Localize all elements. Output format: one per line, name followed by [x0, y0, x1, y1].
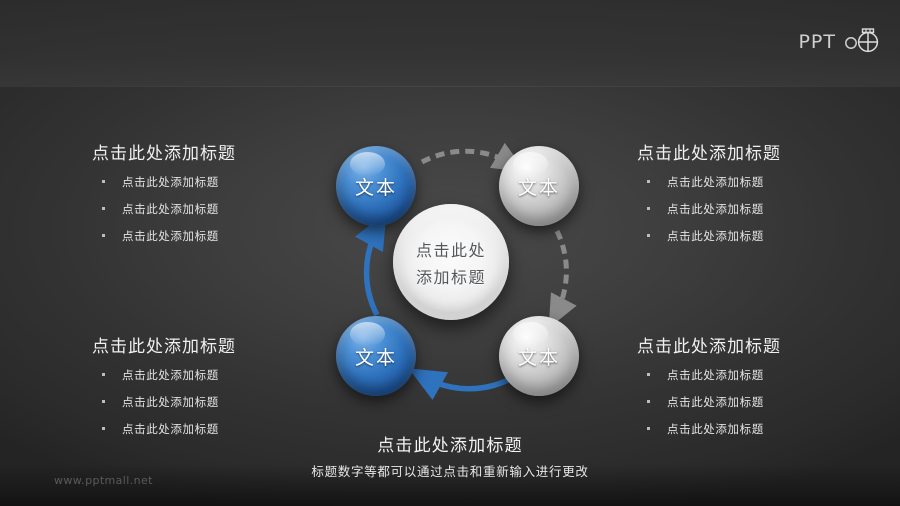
node-top-left[interactable]: 文本 — [336, 146, 416, 226]
list-item-label: 点击此处添加标题 — [122, 368, 219, 382]
cycle-diagram: 文本 文本 文本 文本 点击此处 添加标题 — [300, 120, 600, 420]
node-label: 文本 — [354, 176, 397, 199]
list-item[interactable]: 点击此处添加标题 — [637, 174, 887, 190]
node-bottom-right[interactable]: 文本 — [499, 316, 579, 396]
block-title[interactable]: 点击此处添加标题 — [92, 144, 236, 164]
bullet-dot-icon — [647, 400, 650, 403]
top-divider — [0, 86, 900, 87]
list-item[interactable]: 点击此处添加标题 — [637, 394, 887, 410]
block-title[interactable]: 点击此处添加标题 — [637, 144, 781, 164]
list-item[interactable]: 点击此处添加标题 — [92, 201, 342, 217]
bullet-list: 点击此处添加标题 点击此处添加标题 点击此处添加标题 — [92, 367, 342, 437]
center-label-line1: 点击此处 — [415, 240, 486, 260]
bullet-dot-icon — [102, 427, 105, 430]
list-item-label: 点击此处添加标题 — [667, 422, 764, 436]
pptmall-logo[interactable]: PPT — [798, 27, 882, 57]
node-label: 文本 — [354, 346, 397, 369]
list-item-label: 点击此处添加标题 — [667, 202, 764, 216]
text-block-top-right[interactable]: 点击此处添加标题 点击此处添加标题 点击此处添加标题 点击此处添加标题 — [637, 139, 887, 255]
node-top-right[interactable]: 文本 — [499, 146, 579, 226]
bullet-dot-icon — [102, 234, 105, 237]
list-item-label: 点击此处添加标题 — [667, 395, 764, 409]
list-item[interactable]: 点击此处添加标题 — [92, 367, 342, 383]
list-item[interactable]: 点击此处添加标题 — [637, 421, 887, 437]
list-item-label: 点击此处添加标题 — [122, 395, 219, 409]
bullet-list: 点击此处添加标题 点击此处添加标题 点击此处添加标题 — [637, 174, 887, 244]
watermark: www.pptmall.net — [54, 474, 153, 487]
bullet-dot-icon — [647, 373, 650, 376]
list-item[interactable]: 点击此处添加标题 — [637, 228, 887, 244]
node-label: 文本 — [517, 346, 560, 369]
list-item-label: 点击此处添加标题 — [122, 422, 219, 436]
caption-subtitle[interactable]: 标题数字等都可以通过点击和重新输入进行更改 — [311, 464, 589, 479]
bullet-dot-icon — [102, 180, 105, 183]
pptmall-target-icon — [842, 27, 882, 57]
list-item-label: 点击此处添加标题 — [667, 229, 764, 243]
bullet-dot-icon — [647, 180, 650, 183]
list-item-label: 点击此处添加标题 — [667, 175, 764, 189]
arrow-left — [355, 212, 387, 317]
list-item-label: 点击此处添加标题 — [667, 368, 764, 382]
bottom-band — [0, 464, 900, 506]
text-block-bottom-right[interactable]: 点击此处添加标题 点击此处添加标题 点击此处添加标题 点击此处添加标题 — [637, 332, 887, 448]
text-block-bottom-left[interactable]: 点击此处添加标题 点击此处添加标题 点击此处添加标题 点击此处添加标题 — [92, 332, 342, 448]
list-item[interactable]: 点击此处添加标题 — [92, 394, 342, 410]
arrow-top — [420, 142, 526, 173]
node-center[interactable]: 点击此处 添加标题 — [393, 204, 509, 320]
bullet-dot-icon — [647, 207, 650, 210]
node-bottom-left[interactable]: 文本 — [336, 316, 416, 396]
logo-wordmark: PPT — [798, 31, 836, 53]
list-item-label: 点击此处添加标题 — [122, 175, 219, 189]
arrow-bottom — [408, 368, 514, 401]
top-band — [0, 0, 900, 86]
list-item[interactable]: 点击此处添加标题 — [92, 421, 342, 437]
bullet-list: 点击此处添加标题 点击此处添加标题 点击此处添加标题 — [637, 367, 887, 437]
list-item-label: 点击此处添加标题 — [122, 229, 219, 243]
cycle-arrows — [355, 142, 577, 401]
block-title[interactable]: 点击此处添加标题 — [637, 337, 781, 357]
bullet-dot-icon — [647, 234, 650, 237]
list-item[interactable]: 点击此处添加标题 — [637, 367, 887, 383]
bullet-dot-icon — [647, 427, 650, 430]
caption-title[interactable]: 点击此处添加标题 — [377, 436, 523, 456]
list-item[interactable]: 点击此处添加标题 — [637, 201, 887, 217]
bullet-dot-icon — [102, 400, 105, 403]
bullet-dot-icon — [102, 207, 105, 210]
bullet-list: 点击此处添加标题 点击此处添加标题 点击此处添加标题 — [92, 174, 342, 244]
list-item-label: 点击此处添加标题 — [122, 202, 219, 216]
block-title[interactable]: 点击此处添加标题 — [92, 337, 236, 357]
text-block-top-left[interactable]: 点击此处添加标题 点击此处添加标题 点击此处添加标题 点击此处添加标题 — [92, 139, 342, 255]
node-label: 文本 — [517, 176, 560, 199]
list-item[interactable]: 点击此处添加标题 — [92, 228, 342, 244]
list-item[interactable]: 点击此处添加标题 — [92, 174, 342, 190]
bullet-dot-icon — [102, 373, 105, 376]
center-label-line2: 添加标题 — [415, 267, 486, 287]
arrow-right — [548, 229, 577, 329]
